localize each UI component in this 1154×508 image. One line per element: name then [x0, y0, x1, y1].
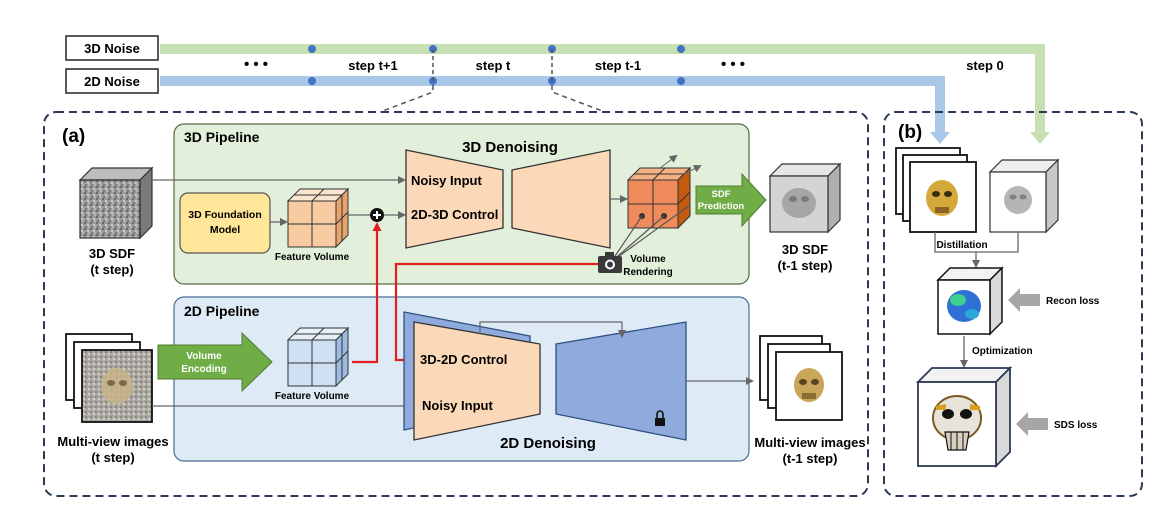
denoiser-3d-decoder — [511, 149, 611, 249]
volume-encoding-sublabel: Encoding — [181, 364, 227, 375]
distillation-label: Distillation — [936, 240, 987, 251]
panel-a-label: (a) — [62, 126, 85, 147]
distillation-merge — [934, 232, 1019, 266]
panel-b-frame — [883, 111, 1143, 497]
foundation-model-label: 3D Foundation — [188, 209, 262, 221]
noise-2d-label: 2D Noise — [84, 74, 140, 89]
noise-3d-box — [65, 35, 159, 61]
denoising-3d-title: 3D Denoising — [462, 139, 558, 156]
distill-sdf-cube — [988, 158, 1060, 234]
volume-encoding-label: Volume — [186, 351, 222, 362]
volume-rendering-label: Volume — [630, 254, 666, 265]
sds-cube — [915, 365, 1013, 469]
recon-cube — [936, 266, 1004, 336]
noisy-input-2d: Noisy Input — [422, 398, 493, 413]
step-0: step 0 — [966, 58, 1004, 73]
pipeline-2d-title: 2D Pipeline — [184, 303, 260, 319]
volume-encoding-arrow — [157, 331, 273, 393]
timeline-node — [308, 45, 316, 53]
timeline: 3D Noise 2D Noise • • • step t+1 step t … — [65, 35, 1050, 144]
noise-2d-box — [65, 68, 159, 94]
optimization-label: Optimization — [972, 346, 1033, 357]
sds-loss-label: SDS loss — [1054, 420, 1098, 431]
feature-2d-to-plus-red — [352, 222, 382, 364]
sdf-prediction-label: SDF — [712, 189, 731, 200]
zoom-line — [379, 85, 434, 113]
noise-3d-band-arrow — [1030, 132, 1050, 144]
feature-volume-2d — [286, 326, 350, 388]
noisy-input-3d: Noisy Input — [411, 173, 482, 188]
recon-loss-label: Recon loss — [1046, 296, 1100, 307]
zoom-line — [551, 85, 606, 113]
multiview-input-sublabel: (t step) — [91, 450, 134, 465]
timeline-node — [308, 77, 316, 85]
dots-left: • • • — [244, 56, 268, 73]
multiview-input-label: Multi-view images — [57, 434, 168, 449]
denoising-2d-title: 2D Denoising — [500, 435, 596, 452]
sdf-prediction-arrow — [695, 172, 767, 228]
control-2d-3d: 2D-3D Control — [411, 207, 498, 222]
foundation-model-box — [179, 192, 271, 254]
camera-icon — [598, 252, 622, 273]
recon-loss-arrow — [1008, 288, 1040, 312]
skip-connection — [479, 321, 626, 338]
control-3d-2d: 3D-2D Control — [420, 352, 507, 367]
lock-icon — [655, 410, 665, 426]
noise-3d-label: 3D Noise — [84, 41, 140, 56]
multiview-output-stack — [759, 335, 843, 421]
multiview-input-stack — [65, 333, 153, 423]
denoiser-2d-decoder — [555, 321, 687, 441]
step-t: step t — [476, 58, 511, 73]
sdf-output-label: 3D SDF — [782, 242, 828, 257]
sdf-output-sublabel: (t-1 step) — [778, 258, 833, 273]
foundation-model-sublabel: Model — [210, 224, 240, 236]
feature-volume-2d-label: Feature Volume — [275, 391, 350, 402]
noise-3d-band — [160, 44, 1045, 133]
sdf-input-sublabel: (t step) — [90, 262, 133, 277]
sdf-output-cube — [768, 162, 842, 234]
feature-volume-3d — [286, 187, 350, 249]
volume-rendering-sublabel: Rendering — [623, 267, 672, 278]
distill-images-stack — [895, 147, 977, 233]
denoiser-3d-encoder — [405, 149, 504, 249]
denoiser-2d-encoder — [413, 321, 541, 441]
pipeline-3d-title: 3D Pipeline — [184, 129, 260, 145]
multiview-output-sublabel: (t-1 step) — [783, 451, 838, 466]
panel-b-label: (b) — [898, 122, 922, 143]
dots-right: • • • — [721, 56, 745, 73]
timeline-node — [677, 77, 685, 85]
sdf-prediction-sublabel: Prediction — [698, 201, 745, 212]
sdf-input-label: 3D SDF — [89, 246, 135, 261]
sdf-input-cube — [78, 166, 154, 240]
timeline-node — [677, 45, 685, 53]
multiview-output-label: Multi-view images — [754, 435, 865, 450]
step-t-plus-1: step t+1 — [348, 58, 398, 73]
feature-volume-3d-label: Feature Volume — [275, 252, 350, 263]
noise-2d-band-arrow — [930, 132, 950, 144]
noise-2d-band — [160, 76, 945, 133]
step-t-minus-1: step t-1 — [595, 58, 641, 73]
sds-loss-arrow — [1016, 412, 1048, 436]
